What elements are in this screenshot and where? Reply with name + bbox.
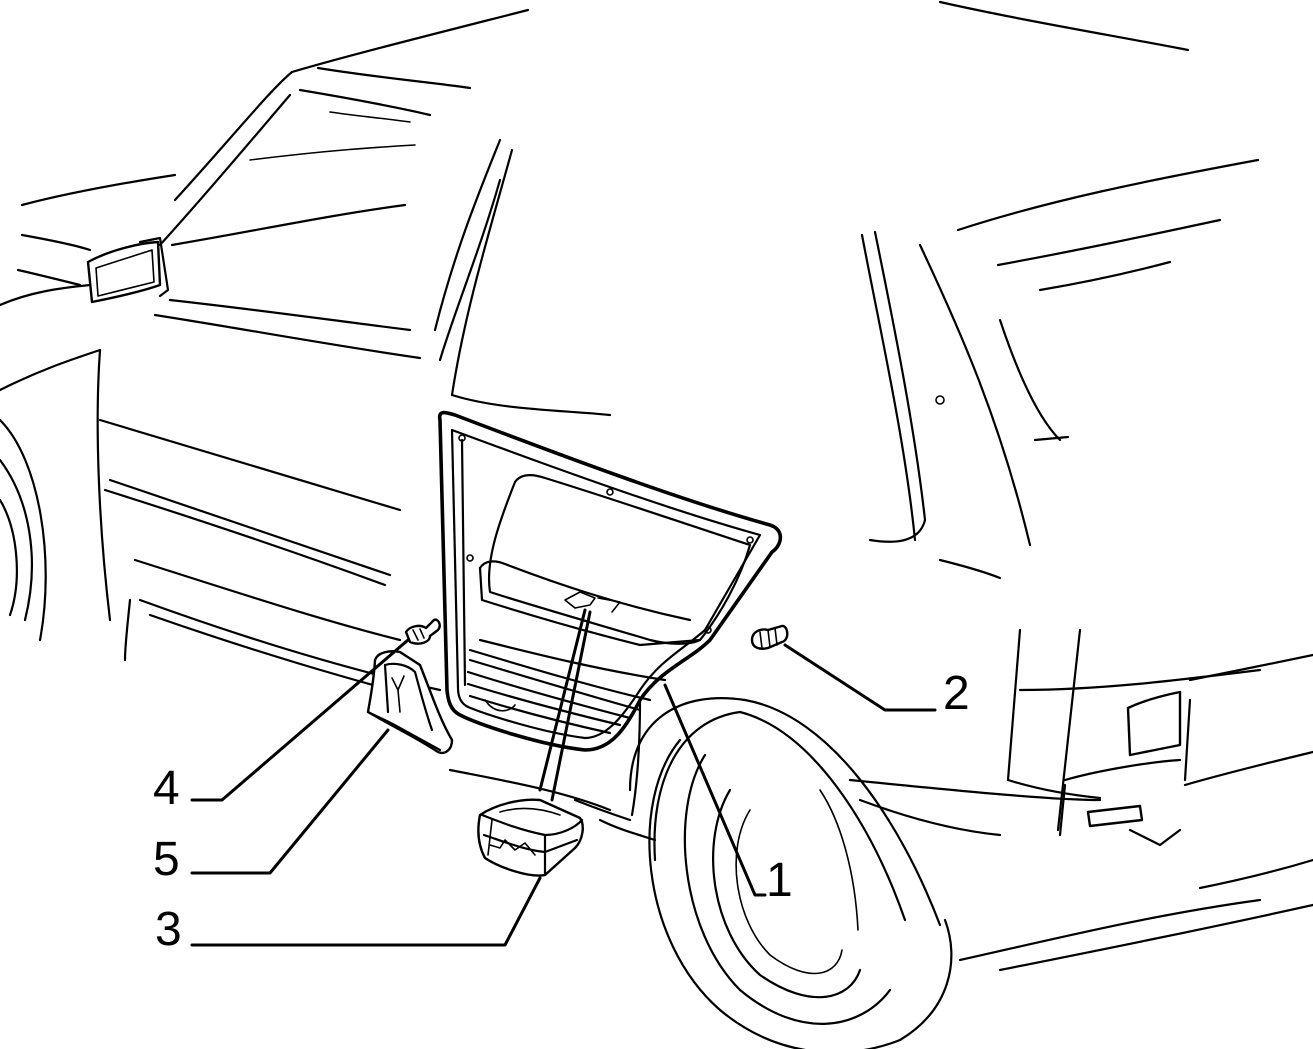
leader-line-4 bbox=[190, 638, 410, 802]
callout-number-1: 1 bbox=[766, 854, 793, 907]
callout-number-3: 3 bbox=[155, 903, 182, 956]
callout-number-4: 4 bbox=[153, 762, 180, 815]
callout-number-5: 5 bbox=[153, 833, 180, 886]
bracket-part bbox=[366, 650, 454, 754]
leader-lines bbox=[190, 608, 937, 947]
leader-line-3 bbox=[190, 876, 542, 947]
leader-line-box-pocket bbox=[538, 608, 587, 792]
clip-part bbox=[750, 624, 789, 650]
leader-line-5 bbox=[190, 728, 390, 875]
callout-number-2: 2 bbox=[943, 667, 970, 720]
leader-line-1 bbox=[663, 683, 767, 897]
storage-box-part bbox=[477, 798, 584, 877]
screw-part bbox=[404, 618, 441, 645]
leader-line-2 bbox=[783, 643, 937, 712]
leader-line-box-pocket-2 bbox=[550, 610, 592, 802]
